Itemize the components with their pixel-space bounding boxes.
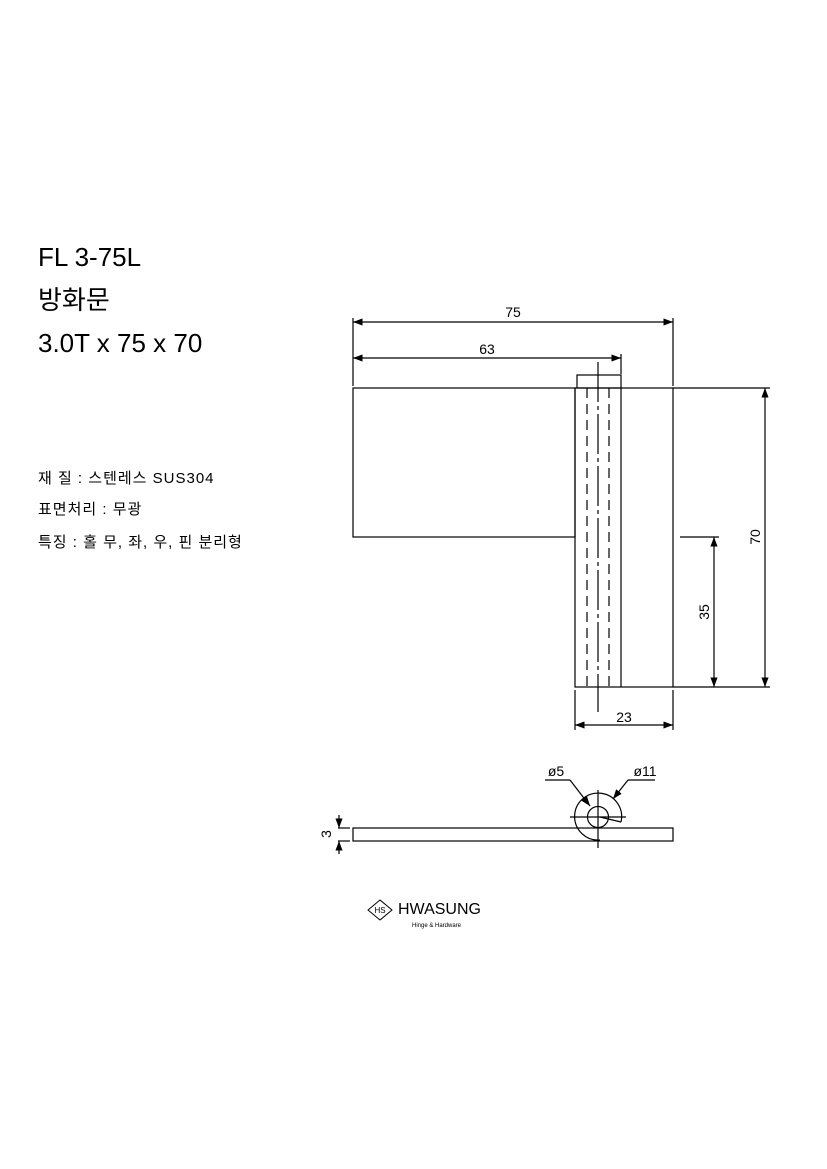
dim-pin-diameter: ø5: [548, 763, 565, 779]
model-number: FL 3-75L: [38, 242, 142, 272]
dim-70: 70: [747, 529, 763, 545]
logo-diamond-icon: [367, 899, 393, 921]
logo-tagline: Hinge & Hardware: [412, 923, 462, 929]
hwasung-logo: HS HWASUNG Hinge & Hardware: [367, 899, 481, 929]
leader-line: [612, 779, 629, 800]
leader-line: [569, 779, 591, 807]
right-leaf: [574, 387, 674, 688]
spec-feature: 특징 : 홀 무, 좌, 우, 핀 분리형: [38, 534, 243, 551]
dim-75: 75: [505, 304, 521, 320]
dim-barrel-diameter: ø11: [633, 763, 656, 779]
front-view: [352, 318, 770, 730]
product-size: 3.0T x 75 x 70: [38, 328, 203, 358]
dim-23: 23: [616, 709, 632, 725]
side-view: [335, 779, 674, 854]
spec-material: 재 질 : 스텐레스 SUS304: [38, 470, 215, 487]
logo-name: HWASUNG: [398, 901, 481, 918]
barrel-cut-line: [599, 816, 622, 823]
product-type: 방화문: [38, 285, 110, 315]
pin-cap: [576, 374, 622, 389]
dim-63: 63: [479, 341, 495, 357]
dim-35: 35: [696, 604, 712, 620]
spec-finish: 표면처리 : 무광: [38, 501, 143, 518]
dim-thickness: 3: [318, 830, 334, 838]
left-leaf: [352, 387, 576, 538]
logo-mark: HS: [374, 906, 385, 915]
leaf-section: [352, 827, 674, 842]
